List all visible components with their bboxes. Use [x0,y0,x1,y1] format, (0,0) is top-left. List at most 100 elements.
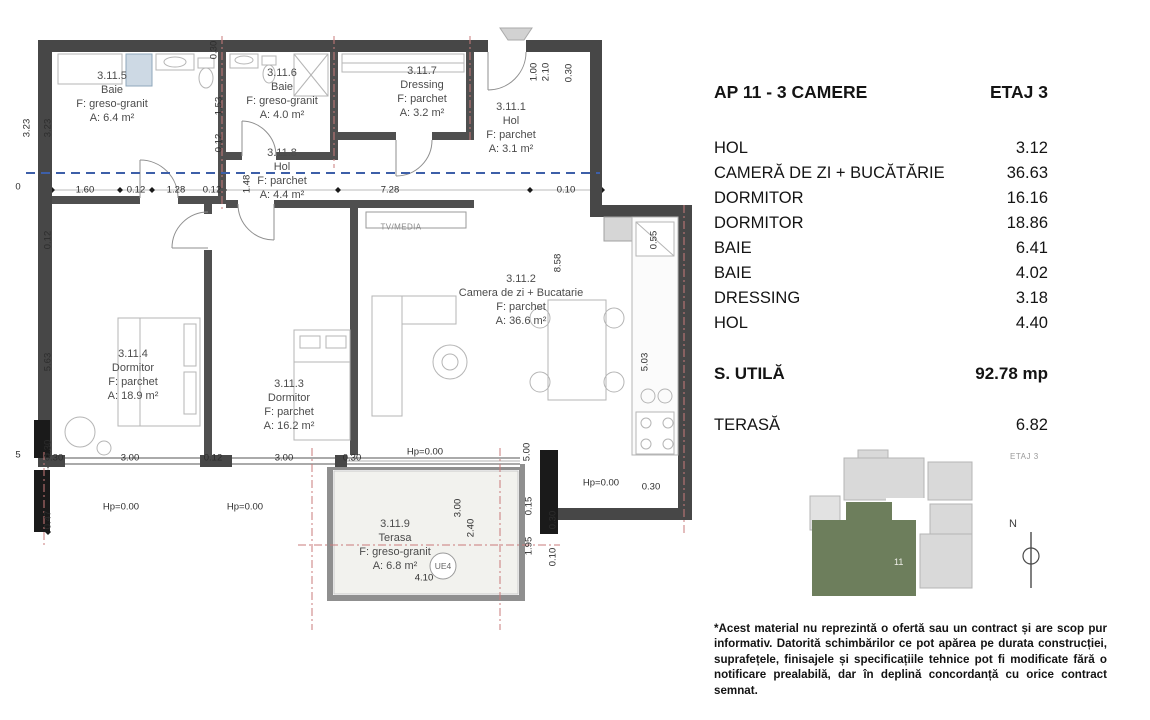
dimension-label: Hp=0.00 [226,501,264,513]
room-name: Baie [270,80,294,93]
room-name: HOL [714,314,748,332]
terrace-label: TERASĂ [714,416,781,434]
room-name: BAIE [714,264,752,282]
table-row: HOL 4.40 [714,311,1048,336]
floor-title: ETAJ 3 [989,82,1048,102]
table-row: CAMERĂ DE ZI + BUCĂTĂRIE 36.63 [714,161,1048,186]
dimension-label: 0 [15,181,21,193]
room-name: Baie [100,83,124,96]
room-label-dressing-3-11-7: 3.11.7 Dressing F: parchet A: 3.2 m² [397,64,447,120]
dimension-label: 4.10 [414,572,434,584]
dimension-label: 5.00 [521,442,533,462]
keyplan-floor-label: ETAJ 3 [1010,452,1039,461]
dimension-label: 0.55 [648,230,660,250]
room-area: A: 4.4 m² [259,189,305,202]
panel-header: AP 11 - 3 CAMERE ETAJ 3 [714,82,1048,103]
room-area-value: 16.16 [1006,189,1048,207]
room-id: 3.11.6 [267,66,297,79]
table-row: DORMITOR 18.86 [714,211,1048,236]
table-row: DORMITOR 16.16 [714,186,1048,211]
apartment-title: AP 11 - 3 CAMERE [714,82,868,102]
room-name: Camera de zi + Bucatarie [458,286,584,299]
total-usable-row: S. UTILĂ 92.78 mp [714,361,1048,386]
key-plan-drawing [809,449,973,596]
furniture [57,53,679,580]
door-swings [139,51,527,249]
room-area: A: 36.6 m² [495,315,547,328]
plan-drawing [26,27,692,630]
room-name: DORMITOR [714,189,804,207]
room-area: A: 6.4 m² [89,112,135,125]
dimension-label: 0.30 [44,452,64,464]
terrace-value: 6.82 [1015,416,1048,434]
key-plan: ETAJ 3 11 N [806,444,1056,619]
room-name: Dormitor [111,361,155,374]
terrace-row: TERASĂ 6.82 [714,413,1048,438]
dimension-label: 0.30 [641,481,661,493]
terrace-area [327,464,525,601]
room-area: A: 6.8 m² [372,560,418,573]
disclaimer-text: *Acest material nu reprezintă o ofertă s… [714,622,1107,697]
room-finish: F: parchet [108,376,158,388]
dimension-label: Hp=0.00 [406,446,444,458]
room-id: 3.11.7 [407,64,437,77]
room-area: A: 3.2 m² [399,107,445,120]
room-id: 3.11.4 [118,347,148,360]
ue4-label: UE4 [434,561,452,571]
dimension-label: 1.95 [523,536,535,556]
room-label-baie-3-11-6: 3.11.6 Baie F: greso-granit A: 4.0 m² [246,66,318,122]
room-id: 3.11.8 [267,146,297,159]
table-row: BAIE 4.02 [714,261,1048,286]
dimension-label: 7.28 [380,184,400,196]
room-name: Dressing [400,78,444,91]
dimension-label: 2.10 [540,62,552,82]
axis-lines [43,36,685,630]
total-usable-value: 92.78 mp [975,364,1048,383]
dimension-label: 0.30 [547,510,559,530]
room-label-dormitor-3-11-4: 3.11.4 Dormitor F: parchet A: 18.9 m² [108,347,159,403]
room-area-value: 36.63 [1006,164,1048,182]
dimension-label: 3.00 [274,452,294,464]
interior-walls [52,52,474,456]
room-name: BAIE [714,239,752,257]
dimension-label: Hp=0.00 [102,501,140,513]
room-finish: F: greso-granit [76,98,148,110]
room-label-terasa-3-11-9: 3.11.9 Terasa F: greso-granit A: 6.8 m² [359,517,431,573]
room-area-value: 4.40 [1015,314,1048,332]
room-area-value: 18.86 [1006,214,1048,232]
room-area-value: 3.18 [1015,289,1048,307]
dimension-label: 0.12 [42,230,54,250]
dimension-label: 0.30 [208,40,220,60]
room-id: 3.11.1 [496,100,526,113]
dimension-label: Hp=0.00 [582,477,620,489]
room-finish: F: parchet [486,129,536,141]
room-area: A: 3.1 m² [488,143,534,156]
room-label-baie-3-11-5: 3.11.5 Baie F: greso-granit A: 6.4 m² [76,69,148,125]
table-row: HOL 3.12 [714,136,1048,161]
table-row: BAIE 6.41 [714,236,1048,261]
dimension-label: 0.12 [203,452,223,464]
dimension-label: 1.00 [528,62,540,82]
dimension-label: 0.30 [342,452,362,464]
room-id: 3.11.2 [506,272,536,285]
dimension-label: 0.47 [42,510,54,530]
room-id: 3.11.3 [274,377,304,390]
dimension-label: 0.12 [202,184,222,196]
dimension-label: 3.00 [452,498,464,518]
exterior-walls [38,40,692,520]
dimension-label: 1.53 [213,96,225,116]
area-table: HOL 3.12 CAMERĂ DE ZI + BUCĂTĂRIE 36.63 … [714,136,1048,336]
room-name: Dormitor [267,391,311,404]
windows [65,455,520,467]
dimension-label: 0.10 [556,184,576,196]
dimension-label: 3.23 [42,118,54,138]
room-finish: F: greso-granit [359,546,431,558]
keyplan-unit-number: 11 [894,557,904,567]
room-finish: F: parchet [496,301,546,313]
room-finish: F: greso-granit [246,95,318,107]
info-panel: AP 11 - 3 CAMERE ETAJ 3 HOL 3.12 CAMERĂ … [714,82,1048,438]
room-label-living-3-11-2: 3.11.2 Camera de zi + Bucatarie F: parch… [459,272,583,328]
room-area: A: 18.9 m² [107,390,159,403]
dimension-label: 2.40 [465,518,477,538]
